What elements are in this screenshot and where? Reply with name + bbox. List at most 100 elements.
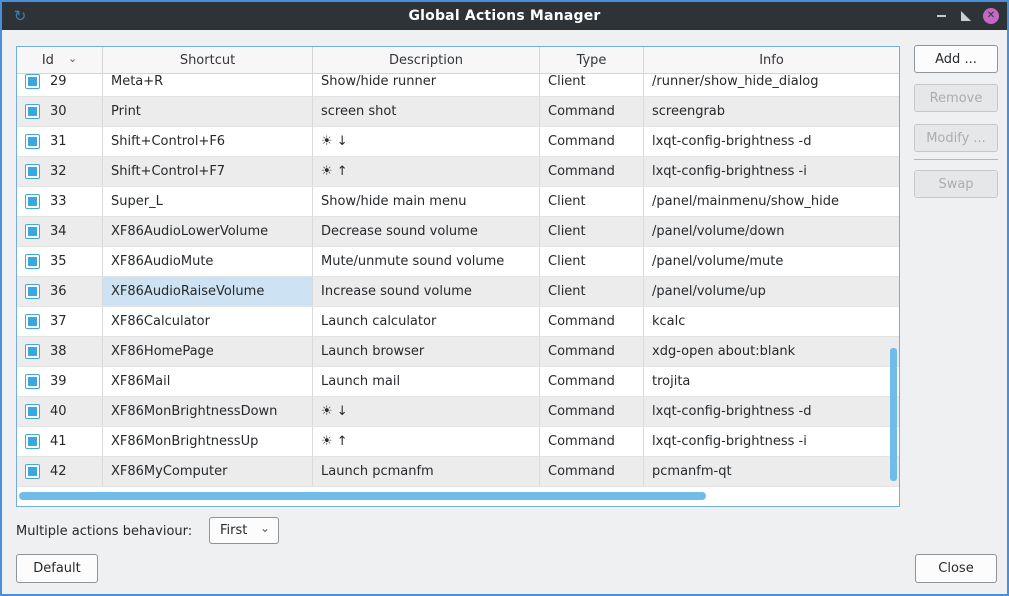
- row-enabled-checkbox[interactable]: [25, 224, 40, 239]
- cell-description[interactable]: Show/hide runner: [313, 74, 540, 97]
- cell-type[interactable]: Client: [540, 217, 644, 247]
- horizontal-scrollbar[interactable]: [19, 492, 706, 500]
- cell-type[interactable]: Client: [540, 277, 644, 307]
- cell-type[interactable]: Client: [540, 74, 644, 97]
- column-header-info[interactable]: Info: [644, 47, 899, 73]
- row-enabled-checkbox[interactable]: [25, 194, 40, 209]
- cell-description[interactable]: Launch mail: [313, 367, 540, 397]
- cell-shortcut[interactable]: Meta+R: [103, 74, 313, 97]
- row-enabled-checkbox[interactable]: [25, 404, 40, 419]
- cell-description[interactable]: screen shot: [313, 97, 540, 127]
- row-enabled-checkbox[interactable]: [25, 164, 40, 179]
- cell-info[interactable]: xdg-open about:blank: [644, 337, 899, 367]
- minimize-button[interactable]: [933, 8, 949, 24]
- cell-id[interactable]: 31: [17, 127, 103, 157]
- row-enabled-checkbox[interactable]: [25, 374, 40, 389]
- cell-description[interactable]: ☀ ↑: [313, 427, 540, 457]
- cell-type[interactable]: Command: [540, 127, 644, 157]
- column-header-shortcut[interactable]: Shortcut: [103, 47, 313, 73]
- column-header-type[interactable]: Type: [540, 47, 644, 73]
- cell-description[interactable]: ☀ ↑: [313, 157, 540, 187]
- cell-description[interactable]: Launch pcmanfm: [313, 457, 540, 487]
- cell-id[interactable]: 40: [17, 397, 103, 427]
- cell-description[interactable]: Decrease sound volume: [313, 217, 540, 247]
- cell-id[interactable]: 34: [17, 217, 103, 247]
- cell-id[interactable]: 35: [17, 247, 103, 277]
- cell-info[interactable]: screengrab: [644, 97, 899, 127]
- cell-info[interactable]: lxqt-config-brightness -d: [644, 127, 899, 157]
- cell-type[interactable]: Command: [540, 157, 644, 187]
- cell-type[interactable]: Client: [540, 247, 644, 277]
- row-enabled-checkbox[interactable]: [25, 284, 40, 299]
- cell-shortcut[interactable]: XF86Mail: [103, 367, 313, 397]
- cell-type[interactable]: Command: [540, 367, 644, 397]
- cell-shortcut[interactable]: Shift+Control+F6: [103, 127, 313, 157]
- cell-type[interactable]: Client: [540, 187, 644, 217]
- cell-shortcut[interactable]: Print: [103, 97, 313, 127]
- cell-shortcut[interactable]: XF86HomePage: [103, 337, 313, 367]
- cell-id[interactable]: 39: [17, 367, 103, 397]
- cell-id[interactable]: 37: [17, 307, 103, 337]
- cell-info[interactable]: /panel/volume/up: [644, 277, 899, 307]
- close-window-button[interactable]: ✕: [983, 8, 999, 24]
- modify-button[interactable]: Modify ...: [914, 124, 998, 152]
- cell-shortcut[interactable]: Super_L: [103, 187, 313, 217]
- row-enabled-checkbox[interactable]: [25, 134, 40, 149]
- cell-description[interactable]: Launch calculator: [313, 307, 540, 337]
- cell-description[interactable]: Launch browser: [313, 337, 540, 367]
- cell-type[interactable]: Command: [540, 307, 644, 337]
- row-enabled-checkbox[interactable]: [25, 344, 40, 359]
- row-enabled-checkbox[interactable]: [25, 254, 40, 269]
- cell-info[interactable]: /panel/volume/mute: [644, 247, 899, 277]
- swap-button[interactable]: Swap: [914, 170, 998, 198]
- cell-type[interactable]: Command: [540, 97, 644, 127]
- cell-shortcut[interactable]: XF86Calculator: [103, 307, 313, 337]
- add-button[interactable]: Add ...: [914, 45, 998, 73]
- cell-info[interactable]: kcalc: [644, 307, 899, 337]
- cell-id[interactable]: 42: [17, 457, 103, 487]
- column-header-description[interactable]: Description: [313, 47, 540, 73]
- cell-type[interactable]: Command: [540, 457, 644, 487]
- cell-shortcut[interactable]: XF86AudioMute: [103, 247, 313, 277]
- cell-description[interactable]: ☀ ↓: [313, 397, 540, 427]
- row-enabled-checkbox[interactable]: [25, 314, 40, 329]
- cell-info[interactable]: trojita: [644, 367, 899, 397]
- column-header-id[interactable]: Id⌄: [17, 47, 103, 73]
- cell-shortcut[interactable]: XF86MonBrightnessUp: [103, 427, 313, 457]
- cell-id[interactable]: 32: [17, 157, 103, 187]
- cell-shortcut[interactable]: XF86AudioLowerVolume: [103, 217, 313, 247]
- cell-info[interactable]: pcmanfm-qt: [644, 457, 899, 487]
- maximize-button[interactable]: [958, 8, 974, 24]
- cell-shortcut[interactable]: XF86MonBrightnessDown: [103, 397, 313, 427]
- cell-description[interactable]: Mute/unmute sound volume: [313, 247, 540, 277]
- cell-type[interactable]: Command: [540, 337, 644, 367]
- cell-type[interactable]: Command: [540, 427, 644, 457]
- cell-info[interactable]: lxqt-config-brightness -i: [644, 427, 899, 457]
- row-enabled-checkbox[interactable]: [25, 464, 40, 479]
- cell-id[interactable]: 29: [17, 74, 103, 97]
- cell-info[interactable]: lxqt-config-brightness -i: [644, 157, 899, 187]
- cell-shortcut[interactable]: XF86MyComputer: [103, 457, 313, 487]
- cell-info[interactable]: /runner/show_hide_dialog: [644, 74, 899, 97]
- cell-id[interactable]: 36: [17, 277, 103, 307]
- default-button[interactable]: Default: [16, 554, 98, 583]
- cell-description[interactable]: Increase sound volume: [313, 277, 540, 307]
- cell-id[interactable]: 33: [17, 187, 103, 217]
- cell-shortcut[interactable]: Shift+Control+F7: [103, 157, 313, 187]
- cell-id[interactable]: 38: [17, 337, 103, 367]
- close-button[interactable]: Close: [915, 554, 997, 583]
- cell-description[interactable]: ☀ ↓: [313, 127, 540, 157]
